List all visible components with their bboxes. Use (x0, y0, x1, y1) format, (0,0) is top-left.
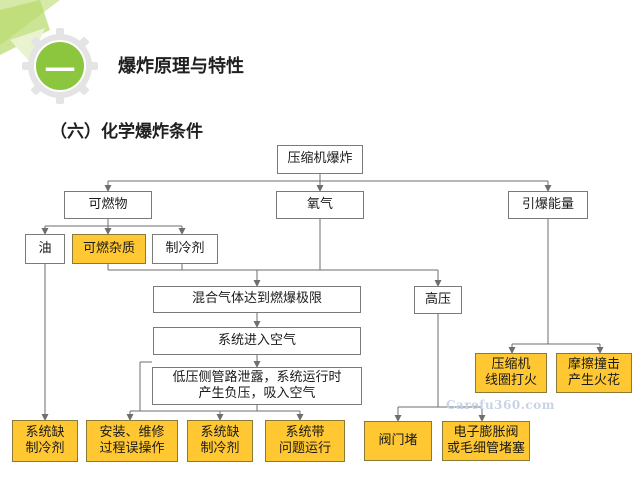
node-mix-limit: 混合气体达到燃爆极限 (153, 286, 361, 313)
node-valve-block: 阀门堵 (364, 421, 432, 461)
node-flammable: 可燃物 (64, 191, 152, 219)
node-air-enter: 系统进入空气 (153, 327, 361, 355)
node-lack-refrigerant-2: 系统缺 制冷剂 (187, 420, 253, 462)
section-title: 爆炸原理与特性 (118, 56, 244, 77)
node-root: 压缩机爆炸 (277, 145, 363, 174)
gear-icon (22, 28, 98, 104)
subtitle: （六）化学爆炸条件 (50, 122, 203, 142)
node-install-error: 安装、维修 过程误操作 (86, 420, 178, 462)
node-motor-fire: 压缩机 线圈打火 (475, 353, 547, 393)
node-oil: 油 (25, 234, 65, 264)
section-badge: 一 (22, 28, 98, 104)
node-refrigerant: 制冷剂 (152, 234, 218, 264)
node-oxygen: 氧气 (276, 191, 364, 219)
node-lack-refrigerant-1: 系统缺 制冷剂 (12, 420, 78, 462)
node-exp-valve: 电子膨胀阀 或毛细管堵塞 (442, 421, 530, 461)
node-ignition: 引爆能量 (508, 191, 588, 219)
watermark: Carefu360.com (446, 398, 555, 412)
node-low-leak: 低压侧管路泄露，系统运行时 产生负压，吸入空气 (152, 367, 362, 405)
node-impurity: 可燃杂质 (72, 234, 146, 264)
node-high-pressure: 高压 (414, 286, 462, 314)
node-fault-run: 系统带 问题运行 (265, 420, 345, 462)
corner-decoration (0, 0, 60, 62)
section-badge-text: 一 (45, 54, 75, 89)
node-friction-spark: 摩擦撞击 产生火花 (556, 353, 632, 393)
